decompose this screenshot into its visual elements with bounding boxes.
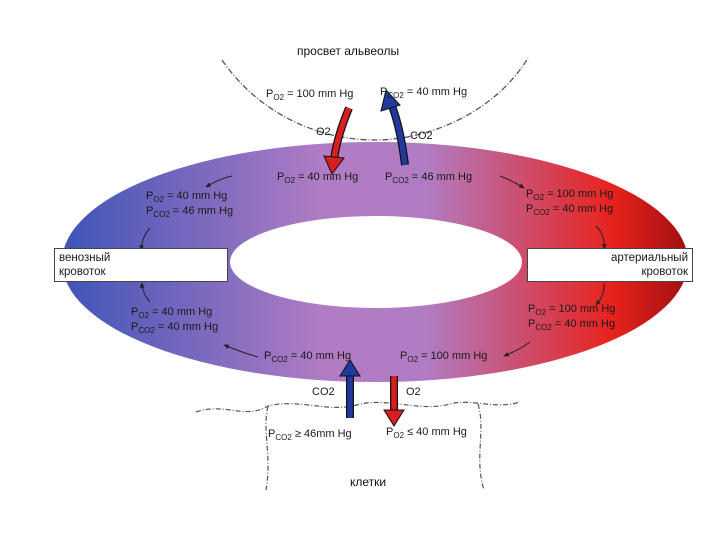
ring-bottom-pco2-value: = 40 mm Hg — [290, 350, 352, 362]
ring-bottom-po2-label: PO2 = 100 mm Hg — [400, 350, 488, 364]
flow-arrow-top-left — [205, 175, 233, 188]
venous-label-line1: венозный — [59, 252, 111, 264]
left-upper-po2-value: = 40 mm Hg — [167, 190, 228, 202]
right-lower-po2-value: = 100 mm Hg — [549, 303, 616, 315]
left-upper-pco2-value: = 46 mm Hg — [172, 205, 234, 217]
tissue-pco2-label: PCO2 ≥ 46mm Hg — [268, 428, 352, 442]
co2-arrow-alveolus-fill — [389, 105, 408, 166]
alveolus-co2-arrow-label: CO2 — [410, 130, 433, 142]
alveolus-pco2-value: = 40 mm Hg — [406, 86, 468, 98]
cells-title: клетки — [350, 475, 387, 489]
left-upper-po2-label: PO2 = 40 mm Hg — [146, 190, 228, 204]
flow-arrow-right-lower — [595, 282, 605, 306]
tissue-po2-value: ≤ 40 mm Hg — [407, 426, 467, 438]
ring-top-pco2-value: = 46 mm Hg — [411, 171, 473, 183]
o2-arrow-alveolus-fill — [331, 106, 352, 161]
alveolus-po2-value: = 100 mm Hg — [287, 88, 354, 100]
right-upper-po2-label: PO2 = 100 mm Hg — [526, 188, 614, 202]
tissue-boundary — [195, 401, 521, 413]
flow-arrow-top-right — [499, 175, 525, 189]
right-lower-pco2-value: = 40 mm Hg — [554, 318, 616, 330]
flow-arrow-right-upper — [595, 225, 607, 250]
tissue-right-wall — [477, 403, 485, 491]
arterial-label-line2: кровоток — [641, 266, 688, 278]
tissue-po2-label: PO2 ≤ 40 mm Hg — [386, 426, 467, 440]
arterial-flow-box: артериальный кровоток — [527, 248, 693, 282]
right-upper-pco2-label: PCO2 = 40 mm Hg — [526, 203, 614, 217]
tissue-co2-arrow-label: CO2 — [312, 386, 335, 398]
ring-bottom-po2-value: = 100 mm Hg — [421, 350, 488, 362]
alveolus-po2-label: PO2 = 100 mm Hg — [266, 88, 354, 102]
flow-arrow-bottom-right — [503, 341, 531, 357]
o2-arrowhead-alveolus — [323, 155, 345, 175]
arterial-label-line1: артериальный — [610, 252, 688, 264]
alveolus-o2-arrow-label: O2 — [316, 126, 331, 138]
left-lower-pco2-value: = 40 mm Hg — [157, 321, 219, 333]
flow-arrow-left-lower — [139, 282, 151, 303]
flow-arrow-bottom-left — [223, 344, 259, 358]
co2-arrowhead-alveolus — [380, 88, 401, 112]
o2-arrowhead-tissue — [383, 409, 405, 427]
tissue-left-wall — [265, 405, 269, 491]
tissue-pco2-value: ≥ 46mm Hg — [294, 428, 352, 440]
left-lower-po2-value: = 40 mm Hg — [152, 306, 213, 318]
left-lower-pco2-label: PCO2 = 40 mm Hg — [131, 321, 219, 335]
alveolus-pco2-label: PCO2 = 40 mm Hg — [380, 86, 468, 100]
venous-label-line2: кровоток — [59, 266, 106, 278]
co2-arrowhead-tissue — [339, 359, 361, 377]
ring-top-po2-label: PO2 = 40 mm Hg — [277, 171, 359, 185]
right-upper-po2-value: = 100 mm Hg — [547, 188, 614, 200]
right-lower-pco2-label: PCO2 = 40 mm Hg — [528, 318, 616, 332]
right-upper-pco2-value: = 40 mm Hg — [552, 203, 614, 215]
right-lower-po2-label: PO2 = 100 mm Hg — [528, 303, 616, 317]
alveolus-lumen-title: просвет альвеолы — [297, 44, 400, 58]
alveolus-wall — [221, 57, 529, 141]
ring-top-po2-value: = 40 mm Hg — [298, 171, 359, 183]
venous-flow-box: венозный кровоток — [54, 248, 228, 282]
blood-ring — [61, 141, 689, 383]
left-upper-pco2-label: PCO2 = 46 mm Hg — [146, 205, 234, 219]
ring-top-pco2-label: PCO2 = 46 mm Hg — [385, 171, 473, 185]
ring-bottom-pco2-label: PCO2 = 40 mm Hg — [264, 350, 352, 364]
left-lower-po2-label: PO2 = 40 mm Hg — [131, 306, 213, 320]
tissue-o2-arrow-label: O2 — [406, 386, 421, 398]
